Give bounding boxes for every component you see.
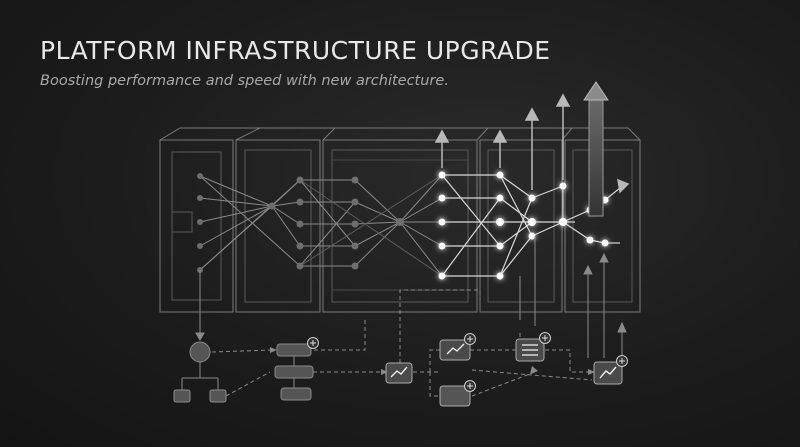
trend-up-icon	[599, 366, 617, 379]
large-arrow-up-icon	[583, 81, 609, 217]
trend-up-icon	[390, 366, 408, 378]
stack-module	[274, 337, 319, 401]
page-title: PLATFORM INFRASTRUCTURE UPGRADE	[40, 36, 551, 65]
plus-icon	[539, 332, 551, 344]
trend-module	[593, 355, 628, 385]
plus-icon	[307, 337, 319, 349]
connector-arrowheads	[270, 347, 595, 375]
trend-up-icon	[446, 343, 465, 355]
arrow-up-icon	[434, 129, 450, 168]
trend-module	[385, 362, 413, 384]
list-module	[515, 332, 551, 362]
rack-1	[159, 139, 234, 313]
plus-icon	[464, 380, 476, 392]
network-nodes	[197, 173, 404, 273]
feeder-lines	[195, 236, 627, 358]
network-links	[199, 174, 443, 277]
throughput-arrows	[434, 93, 630, 194]
arrow-up-icon	[492, 129, 508, 168]
network-nodes-glow	[438, 171, 609, 280]
arrow-up-icon	[617, 178, 630, 194]
arrow-up-icon	[524, 107, 540, 190]
plus-icon	[464, 333, 476, 345]
trend-module	[439, 333, 476, 361]
plus-icon	[616, 355, 628, 367]
page-subtitle: Boosting performance and speed with new …	[40, 73, 449, 89]
storage-module	[439, 380, 476, 407]
list-icon	[522, 344, 538, 356]
arrow-up-icon	[555, 93, 571, 180]
org-tree	[173, 341, 227, 403]
